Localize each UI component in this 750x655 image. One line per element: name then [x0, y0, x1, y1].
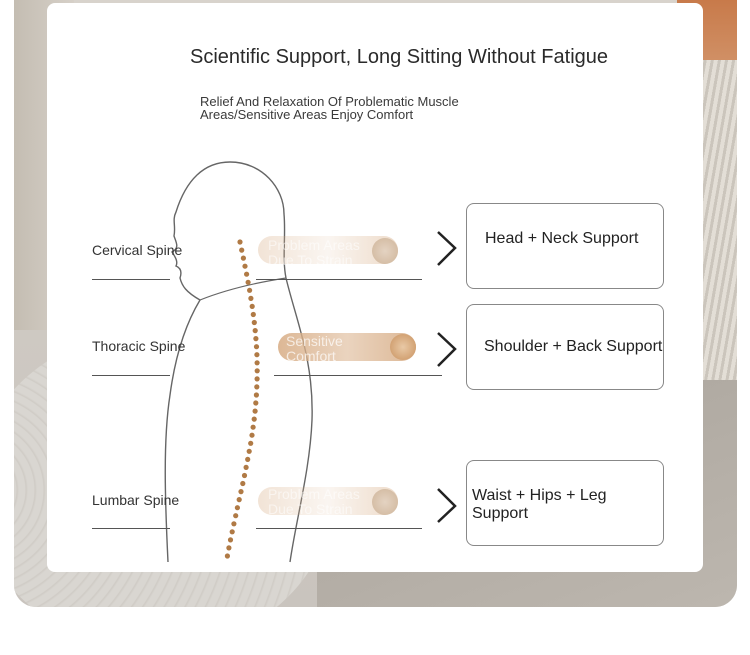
support-label: Shoulder + Back Support [484, 338, 663, 355]
spine-vertebra-dot [245, 456, 251, 462]
spine-vertebra-dot [251, 319, 257, 326]
spine-vertebra-dot [241, 472, 248, 479]
spine-vertebra-dot [248, 440, 254, 446]
spine-vertebra-dot [247, 287, 253, 293]
support-box-head-neck [466, 203, 664, 289]
spine-vertebra-dot [254, 384, 260, 390]
pain-area-text: Problem Areas Due To Strain [268, 486, 360, 517]
spine-vertebra-dot [249, 303, 255, 309]
spine-label-lumbar: Lumbar Spine [92, 492, 180, 508]
spine-vertebra-dot [238, 489, 244, 495]
spine-vertebra-dot [253, 344, 260, 350]
divider-line [92, 279, 170, 280]
spine-vertebra-dot [234, 505, 240, 511]
support-box-shoulder-back [466, 304, 664, 390]
spine-label-cervical: Cervical Spine [92, 242, 183, 258]
support-label: Waist + Hips + Leg Support [472, 487, 607, 522]
divider-line [274, 375, 442, 376]
divider-line [256, 528, 422, 529]
spine-vertebra-dot [224, 553, 230, 559]
spine-vertebra-dot [240, 480, 246, 487]
spine-label-thoracic: Thoracic Spine [92, 338, 186, 354]
support-label: Head + Neck Support [485, 230, 639, 247]
spine-vertebra-dot [236, 497, 242, 503]
spine-vertebra-dot [231, 521, 237, 527]
divider-line [92, 375, 170, 376]
spine-vertebra-dot [248, 295, 254, 301]
spine-vertebra-dot [254, 352, 260, 358]
spine-vertebra-dot [233, 513, 239, 519]
spine-vertebra-dot [254, 376, 260, 382]
pain-area-dot [390, 334, 416, 360]
spine-vertebra-dot [229, 529, 235, 535]
spine-vertebra-dot [249, 432, 255, 438]
pain-area-text: Problem Areas Due To Strain [268, 237, 360, 268]
divider-line [256, 279, 422, 280]
spine-vertebra-dot [254, 360, 260, 366]
spine-vertebra-dot [250, 311, 256, 318]
spine-vertebra-dot [252, 328, 258, 334]
divider-line [92, 528, 170, 529]
spine-vertebra-dot [251, 416, 257, 422]
spine-vertebra-dot [226, 545, 232, 551]
spine-vertebra-dot [253, 392, 259, 398]
pain-area-dot [372, 489, 398, 515]
spine-vertebra-dot [253, 336, 259, 342]
page-title: Scientific Support, Long Sitting Without… [190, 46, 609, 68]
spine-vertebra-dot [245, 279, 251, 285]
spine-vertebra-dot [252, 408, 258, 414]
support-box-waist-hips-leg [466, 460, 664, 546]
spine-vertebra-dot [254, 368, 260, 374]
spine-vertebra-dot [227, 537, 234, 543]
spine-dots-icon [224, 239, 260, 559]
pain-area-text: Sensitive Comfort [286, 333, 343, 364]
spine-vertebra-dot [253, 400, 259, 406]
spine-vertebra-dot [237, 239, 243, 245]
spine-vertebra-dot [244, 271, 250, 277]
page-subtitle: Relief And Relaxation Of Problematic Mus… [200, 94, 459, 122]
pain-area-dot [372, 238, 398, 264]
spine-vertebra-dot [243, 464, 249, 470]
spine-vertebra-dot [239, 247, 245, 253]
spine-vertebra-dot [246, 448, 252, 454]
spine-vertebra-dot [250, 424, 256, 430]
spine-vertebra-dot [242, 263, 248, 269]
spine-vertebra-dot [240, 255, 246, 261]
